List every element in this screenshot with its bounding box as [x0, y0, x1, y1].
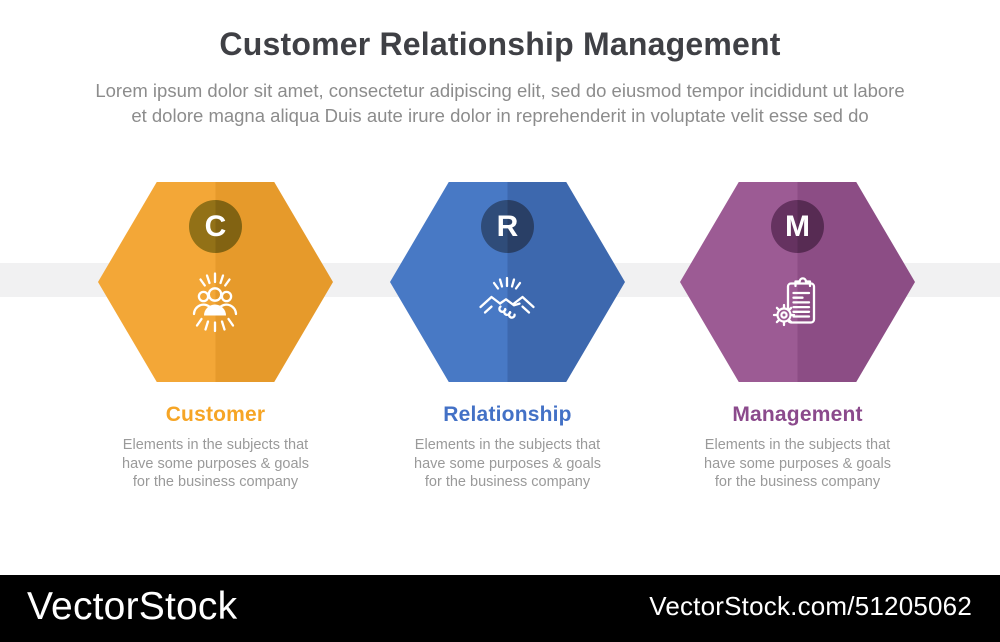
column-relationship: R: [390, 182, 625, 382]
management-description: Elements in the subjects that have some …: [704, 437, 891, 490]
relationship-description: Elements in the subjects that have some …: [414, 437, 601, 490]
customer-description: Elements in the subjects that have some …: [122, 437, 309, 490]
letter-badge: R: [496, 209, 519, 243]
relationship-heading: Relationship: [443, 403, 572, 426]
page-subtitle: Lorem ipsum dolor sit amet, consectetur …: [95, 80, 905, 126]
letter-badge: C: [204, 209, 227, 243]
clipboard-gear-icon: [765, 270, 829, 334]
customer-heading: Customer: [165, 403, 266, 426]
page-title: Customer Relationship Management: [219, 26, 781, 62]
management-heading: Management: [732, 403, 863, 426]
vectorstock-image-ref: VectorStock.com/51205062: [649, 591, 972, 621]
watermark-bar: VectorStock VectorStock.com/51205062: [0, 575, 1000, 642]
letter-circle: M: [771, 200, 824, 253]
letter-badge: M: [785, 209, 810, 243]
letter-circle: C: [189, 200, 242, 253]
letter-circle: R: [481, 200, 534, 253]
gear-body: [776, 307, 792, 323]
customer-group-icon: [183, 270, 247, 334]
management-label-block: Management Elements in the subjects that…: [680, 403, 915, 492]
column-management: M: [680, 182, 915, 382]
vectorstock-logo: VectorStock: [27, 584, 238, 628]
handshake-icon: [475, 270, 539, 334]
customer-label-block: Customer Elements in the subjects that h…: [98, 403, 333, 492]
column-customer: C: [98, 182, 333, 382]
relationship-label-block: Relationship Elements in the subjects th…: [390, 403, 625, 492]
